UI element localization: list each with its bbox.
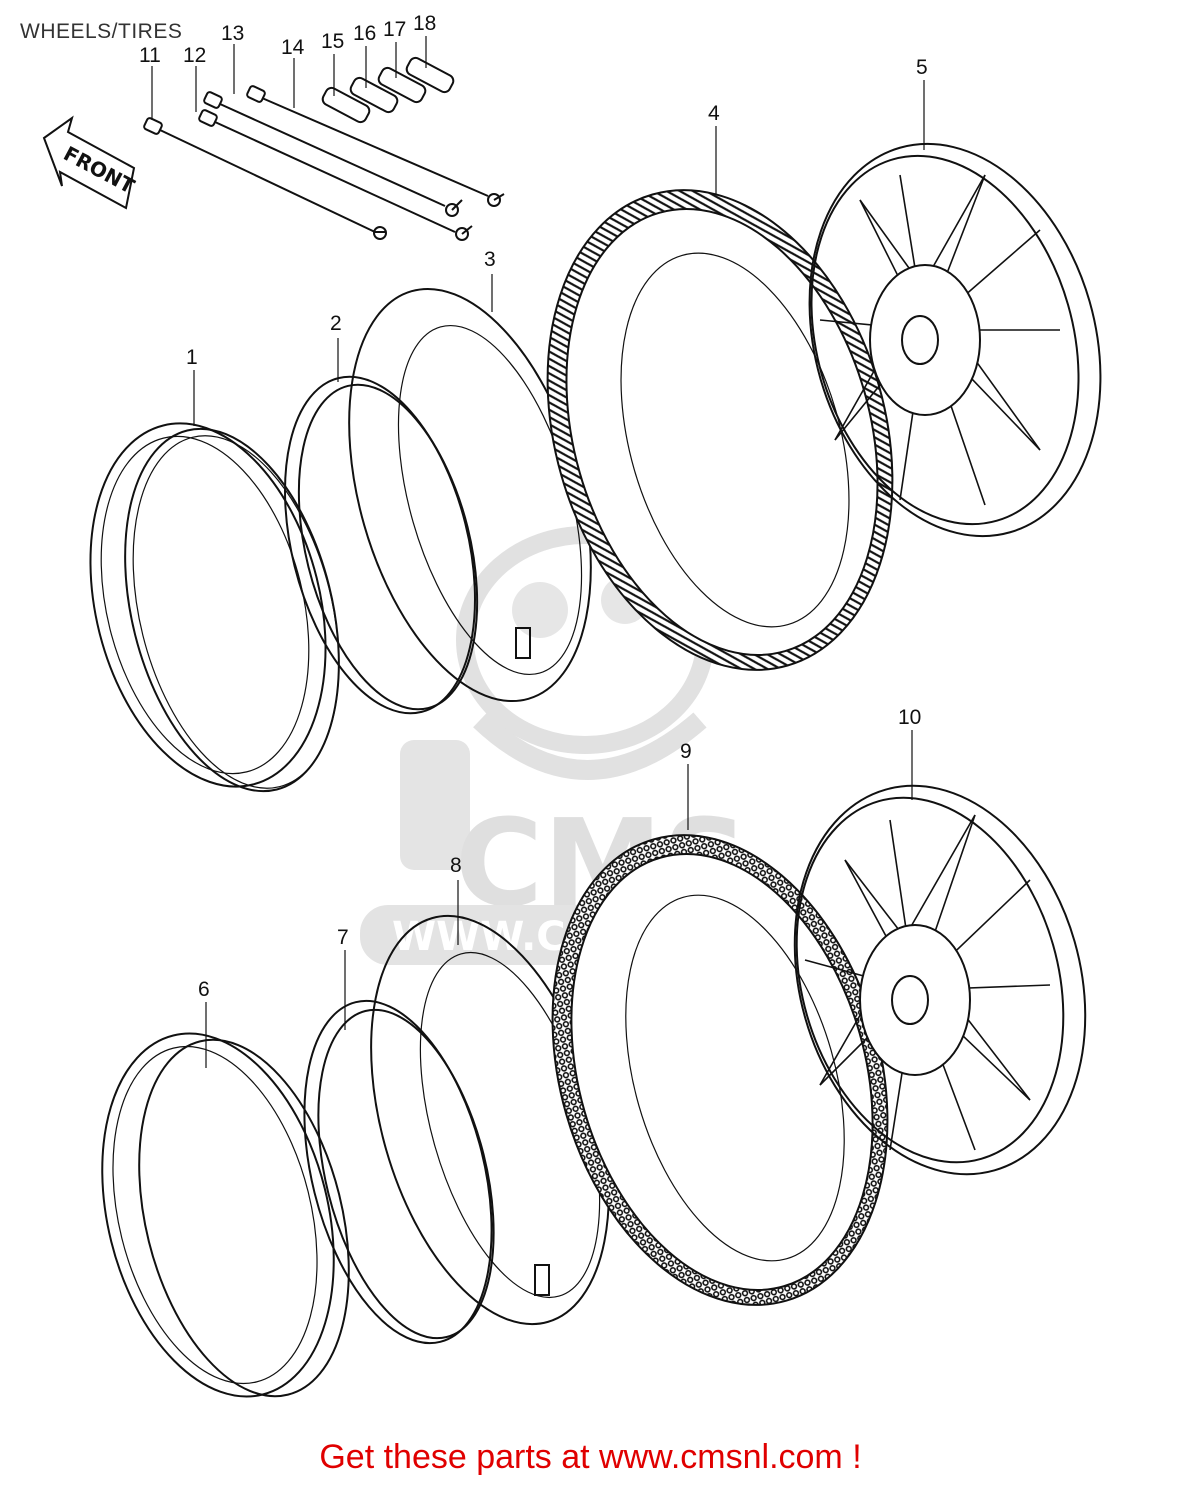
rear-rim xyxy=(101,1032,350,1398)
callout-14: 14 xyxy=(281,36,305,59)
spoke-11 xyxy=(143,117,387,240)
callouts: 1 2 3 4 5 6 7 8 9 10 11 12 13 14 15 16 1… xyxy=(139,12,928,1001)
callout-7: 7 xyxy=(337,926,349,949)
callout-13: 13 xyxy=(221,22,244,45)
callout-15: 15 xyxy=(321,30,344,53)
footer-cta[interactable]: Get these parts at www.cmsnl.com ! xyxy=(319,1438,862,1476)
callout-18: 18 xyxy=(413,12,436,35)
callout-8: 8 xyxy=(450,854,462,877)
spokes xyxy=(143,85,505,241)
callout-17: 17 xyxy=(383,18,406,41)
spoke-13 xyxy=(203,91,463,217)
callout-5: 5 xyxy=(916,56,928,79)
callout-10: 10 xyxy=(898,706,921,729)
callout-9: 9 xyxy=(680,740,692,763)
rear-wheel xyxy=(793,784,1087,1176)
callout-6: 6 xyxy=(198,978,210,1001)
callout-12: 12 xyxy=(183,44,206,67)
callout-2: 2 xyxy=(330,312,342,335)
front-wheel xyxy=(808,142,1102,538)
front-direction-arrow: FRONT xyxy=(42,115,139,210)
callout-1: 1 xyxy=(186,346,198,369)
callout-16: 16 xyxy=(353,22,376,45)
rear-rim-band xyxy=(303,999,495,1345)
spoke-12 xyxy=(198,109,473,241)
callout-11: 11 xyxy=(139,44,161,67)
callout-3: 3 xyxy=(484,248,496,271)
page-title: WHEELS/TIRES xyxy=(20,20,183,43)
leader-lines xyxy=(151,36,925,1068)
spoke-nipples xyxy=(321,56,455,124)
front-tire xyxy=(546,189,894,671)
callout-4: 4 xyxy=(708,102,720,125)
front-rim xyxy=(89,422,340,793)
spoke-14 xyxy=(246,85,505,207)
